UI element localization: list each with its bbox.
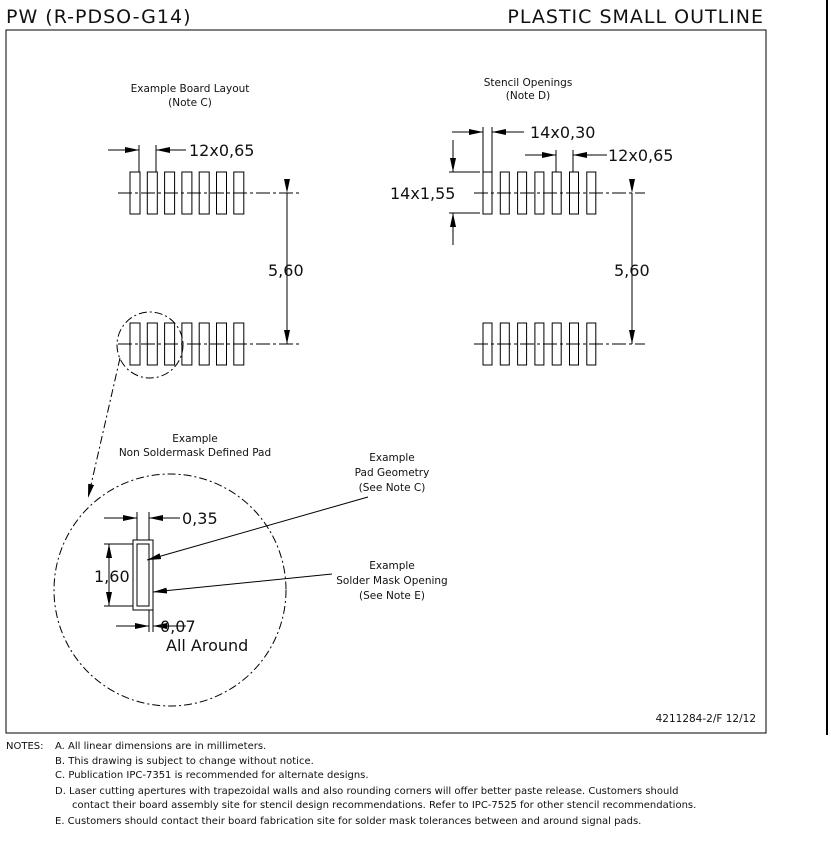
stencil-pitch-dim: 12x0,65	[608, 146, 673, 165]
note-a: A. All linear dimensions are in millimet…	[55, 741, 266, 752]
stencil-note: (Note D)	[506, 90, 550, 102]
note-c: C. Publication IPC-7351 is recommended f…	[55, 770, 369, 781]
mask-opening-label: Solder Mask Opening	[336, 575, 447, 587]
pad-geometry-label: Pad Geometry	[355, 467, 430, 479]
pad-length-dim: 1,60	[94, 567, 130, 586]
stencil-length-dim: 14x1,55	[390, 184, 455, 203]
note-e: E. Customers should contact their board …	[55, 816, 641, 827]
clearance-note: All Around	[166, 636, 248, 655]
note-d: D. Laser cutting apertures with trapezoi…	[55, 786, 678, 797]
board-pitch-dim: 12x0,65	[189, 141, 254, 160]
document-id: 4211284-2/F 12/12	[656, 713, 756, 725]
pad-geometry-label: (See Note C)	[359, 482, 426, 494]
package-designator: PW (R-PDSO-G14)	[6, 6, 191, 28]
stencil-row-spacing-dim: 5,60	[614, 261, 650, 280]
clearance-dim: 0,07	[160, 617, 196, 636]
detail-title-2: Non Soldermask Defined Pad	[119, 447, 271, 459]
pad-detail-view: Example Non Soldermask Defined Pad 0,35 …	[53, 311, 448, 707]
stencil-title: Stencil Openings	[484, 77, 573, 89]
package-title: PLASTIC SMALL OUTLINE	[507, 6, 764, 28]
notes: NOTES: A. All linear dimensions are in m…	[6, 741, 696, 827]
notes-label: NOTES:	[6, 741, 44, 752]
stencil-width-dim: 14x0,30	[530, 123, 595, 142]
pad-width-dim: 0,35	[182, 509, 218, 528]
note-d-cont: contact their board assembly site for st…	[72, 800, 696, 811]
mask-opening-label: (See Note E)	[359, 590, 425, 602]
note-b: B. This drawing is subject to change wit…	[55, 756, 314, 767]
board-layout-title: Example Board Layout	[131, 83, 250, 95]
mask-opening-label: Example	[369, 560, 415, 572]
detail-title-1: Example	[172, 433, 218, 445]
drawing-border	[5, 29, 767, 734]
stencil-openings-view: Stencil Openings (Note D) 14x0,30 12x0,6…	[390, 77, 673, 366]
board-layout-note: (Note C)	[168, 97, 212, 109]
board-row-spacing-dim: 5,60	[268, 261, 304, 280]
pad-geometry-label: Example	[369, 452, 415, 464]
board-layout-view: Example Board Layout (Note C) 12x0,65 5,…	[108, 83, 304, 366]
